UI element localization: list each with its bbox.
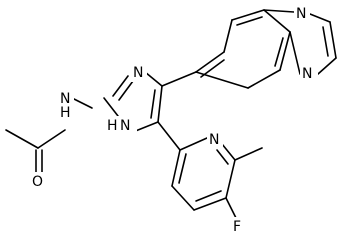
atom-quinoxaline-n1: N	[296, 6, 306, 22]
bond-c4-c5-double	[150, 89, 156, 119]
bond-py-n1-c6	[221, 143, 236, 161]
bond-c4-c5	[157, 85, 163, 123]
bond-c2-n3-double	[118, 80, 134, 101]
atom-imidazole-nh: N	[120, 118, 130, 134]
atom-quinoxaline-n4: N	[302, 66, 312, 82]
bond-n3-c4	[144, 71, 163, 87]
atom-imidazole-n: N	[133, 65, 143, 81]
bond-py-c5-c4-double	[195, 190, 222, 202]
bond-py-c3-c2	[171, 149, 181, 187]
bond-q-n4-c4a	[289, 31, 301, 75]
bond-py-c6-c5	[225, 159, 236, 199]
bond-n1-c2	[103, 97, 119, 117]
bond-q-c3-n4	[317, 57, 337, 75]
bond-c4-quinox	[161, 71, 197, 87]
bond-py-n1-c6-double	[216, 149, 229, 165]
atom-amide-h: H	[60, 105, 71, 121]
bond-q-c8-c8a	[231, 9, 265, 21]
bond-q-c2-c3	[329, 21, 337, 59]
bond-methyl-carbonyl	[5, 129, 39, 149]
bond-py-c2-n1	[179, 137, 208, 151]
atom-imidazole-h: H	[107, 118, 118, 134]
bond-py-c5-c4	[193, 197, 227, 211]
atom-fluorine: F	[233, 219, 241, 235]
bond-py-c6-methyl	[234, 147, 263, 161]
bond-q-c6-c7	[195, 51, 225, 73]
bond-c5-pyridine	[157, 121, 181, 151]
bond-q-c7-c8	[223, 19, 233, 53]
atom-labels: N H N H N N N O N F	[31, 4, 318, 235]
bond-carbonyl-nh	[37, 129, 66, 149]
bond-q-c4a-c5	[279, 31, 291, 71]
bond-q-c4a-c5-double	[274, 37, 284, 67]
bond-py-c3-c2-double	[178, 153, 187, 184]
atom-pyridine-n: N	[209, 132, 219, 148]
bond-py-c5-f	[225, 197, 237, 219]
bonds	[5, 9, 337, 219]
bond-q-n1-c2	[309, 13, 331, 23]
bond-c2-n3	[112, 75, 129, 97]
bond-nh-c2	[71, 97, 93, 109]
bond-q-c5b-c6	[195, 71, 249, 89]
bond-c5-n1	[132, 121, 159, 133]
atom-carbonyl-o: O	[32, 174, 43, 190]
bond-py-c4-c3	[171, 185, 195, 211]
bond-q-c8a-c4a	[263, 9, 291, 33]
atom-amide-n: N	[60, 91, 70, 107]
bond-q-c8a-n1	[263, 9, 295, 13]
bond-q-c2-c3-double	[322, 26, 329, 57]
bond-q-c8-c8a-double	[236, 16, 263, 26]
bond-q-c5-c6	[247, 69, 281, 89]
